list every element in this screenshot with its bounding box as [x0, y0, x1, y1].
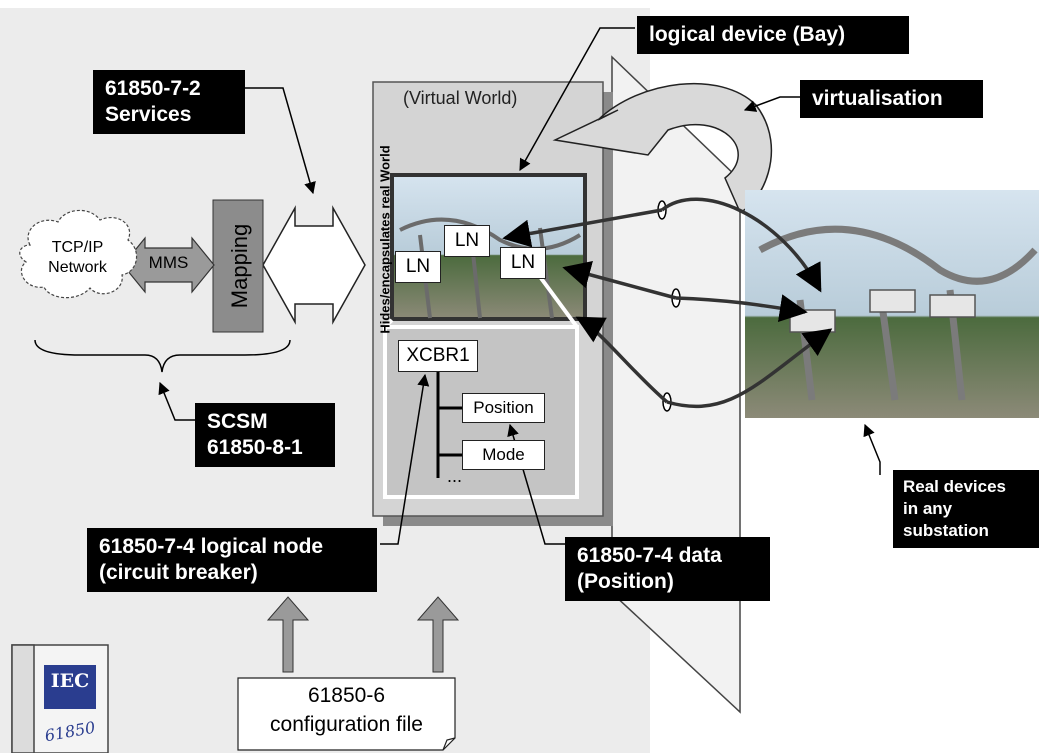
- scsm-callout: SCSM 61850-8-1: [195, 403, 335, 467]
- real-devices-callout: Real devices in any substation: [893, 470, 1039, 548]
- real-world-plate: [611, 55, 741, 714]
- virtualisation-callout: virtualisation: [800, 80, 983, 118]
- logical-device-callout: logical device (Bay): [637, 16, 909, 54]
- logical-node-callout: 61850-7-4 logical node (circuit breaker): [87, 528, 377, 592]
- config-file-label: 61850-6 configuration file: [270, 684, 423, 736]
- mapping-box: [212, 199, 264, 333]
- mms-arrow: [122, 236, 215, 294]
- ln-box: LN: [444, 225, 490, 257]
- services-double-arrow: [262, 205, 366, 325]
- services-callout: 61850-7-2 Services: [93, 70, 245, 134]
- position-data-item: Position: [462, 393, 545, 423]
- mode-data-item: Mode: [462, 440, 545, 470]
- xcbr1-node: XCBR1: [398, 340, 478, 372]
- mapping-label: Mapping: [227, 223, 252, 309]
- hides-real-world-label: Hides/encapsulates real World: [377, 145, 393, 334]
- tcpip-cloud: [19, 209, 138, 299]
- iec-binder-logo: [11, 644, 109, 753]
- virtual-world-title: (Virtual World): [403, 88, 518, 108]
- virtualisation-arrow: [552, 82, 773, 213]
- tcpip-network-label: TCP/IP Network: [48, 239, 107, 276]
- ln-box: LN: [500, 247, 546, 279]
- config-up-arrow-left: [266, 596, 310, 673]
- ln-connection-arrows: [502, 197, 833, 408]
- mms-label: MMS: [148, 253, 189, 272]
- network-brace: [34, 339, 291, 373]
- more-data-ellipsis: ...: [447, 466, 463, 486]
- config-file-shape: [237, 677, 456, 751]
- ln-box: LN: [395, 251, 441, 283]
- config-up-arrow-right: [416, 596, 460, 673]
- data-callout: 61850-7-4 data (Position): [565, 537, 770, 601]
- iec-logo-text: IEC: [50, 670, 90, 692]
